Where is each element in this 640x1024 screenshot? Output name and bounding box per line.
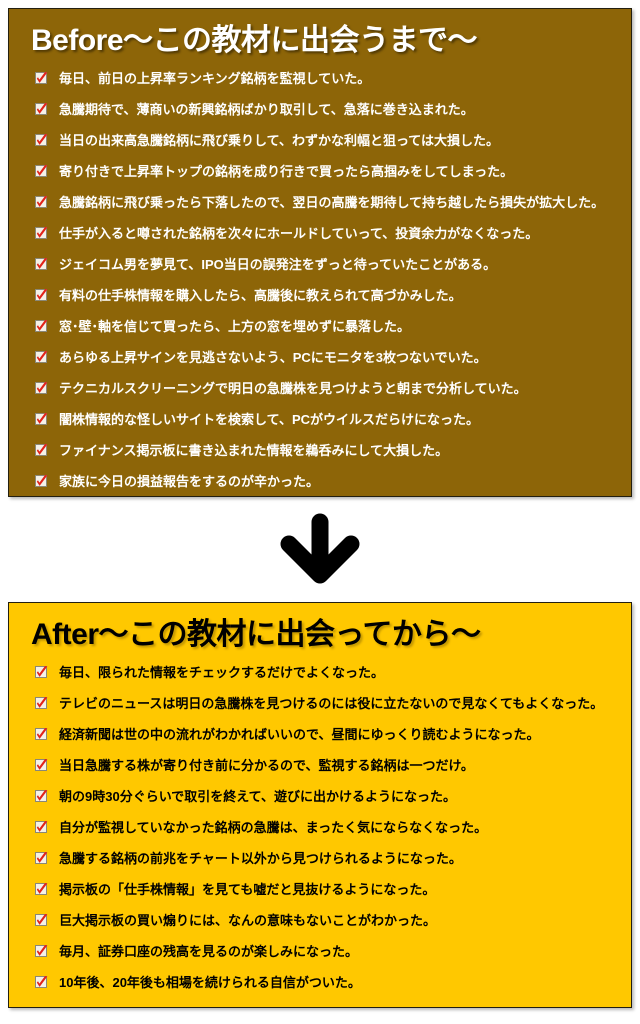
list-item-label: 朝の9時30分ぐらいで取引を終えて、遊びに出かけるようになった。 bbox=[59, 788, 457, 804]
list-item-label: 有料の仕手株情報を購入したら、高騰後に教えられて高づかみした。 bbox=[59, 287, 462, 303]
list-item: 経済新聞は世の中の流れがわかればいいので、昼間にゆっくり読むようになった。 bbox=[35, 727, 617, 758]
check-mark-icon bbox=[35, 820, 48, 834]
list-item: 掲示板の「仕手株情報」を見ても嘘だと見抜けるようになった。 bbox=[35, 882, 617, 913]
list-item: ファイナンス掲示板に書き込まれた情報を鵜呑みにして大損した。 bbox=[35, 443, 617, 474]
list-item: 毎月、証券口座の残高を見るのが楽しみになった。 bbox=[35, 944, 617, 975]
check-mark-icon bbox=[35, 882, 48, 896]
list-item-label: 急騰期待で、薄商いの新興銘柄ばかり取引して、急落に巻き込まれた。 bbox=[59, 101, 474, 117]
transition-arrow-zone bbox=[8, 497, 632, 602]
list-item-label: 当日の出来高急騰銘柄に飛び乗りして、わずかな利幅と狙っては大損した。 bbox=[59, 132, 500, 148]
list-item-label: 巨大掲示板の買い煽りには、なんの意味もないことがわかった。 bbox=[59, 912, 437, 928]
list-item-label: 急騰する銘柄の前兆をチャート以外から見つけられるようになった。 bbox=[59, 850, 462, 866]
list-item-label: 自分が監視していなかった銘柄の急騰は、まったく気にならなくなった。 bbox=[59, 819, 488, 835]
list-item-label: 仕手が入ると噂された銘柄を次々にホールドしていって、投資余力がなくなった。 bbox=[59, 225, 539, 241]
check-mark-icon bbox=[35, 727, 48, 741]
list-item: 有料の仕手株情報を購入したら、高騰後に教えられて高づかみした。 bbox=[35, 288, 617, 319]
list-item: 10年後、20年後も相場を続けられる自信がついた。 bbox=[35, 975, 617, 1006]
after-panel: After〜この教材に出会ってから〜 毎日、限られた情報をチェックするだけでよく… bbox=[8, 602, 632, 1008]
arrow-down-icon bbox=[280, 513, 360, 583]
check-mark-icon bbox=[35, 443, 48, 457]
list-item-label: あらゆる上昇サインを見逃さないよう、PCにモニタを3枚つないでいた。 bbox=[59, 349, 487, 365]
check-mark-icon bbox=[35, 288, 48, 302]
list-item: 巨大掲示板の買い煽りには、なんの意味もないことがわかった。 bbox=[35, 913, 617, 944]
check-mark-icon bbox=[35, 257, 48, 271]
check-mark-icon bbox=[35, 944, 48, 958]
list-item-label: ファイナンス掲示板に書き込まれた情報を鵜呑みにして大損した。 bbox=[59, 442, 449, 458]
list-item-label: テレビのニュースは明日の急騰株を見つけるのには役に立たないので見なくてもよくなっ… bbox=[59, 695, 604, 711]
check-mark-icon bbox=[35, 71, 48, 85]
list-item: 毎日、限られた情報をチェックするだけでよくなった。 bbox=[35, 665, 617, 696]
list-item-label: 10年後、20年後も相場を続けられる自信がついた。 bbox=[59, 974, 361, 990]
list-item: 朝の9時30分ぐらいで取引を終えて、遊びに出かけるようになった。 bbox=[35, 789, 617, 820]
list-item: ジェイコム男を夢見て、IPO当日の誤発注をずっと待っていたことがある。 bbox=[35, 257, 617, 288]
list-item: 家族に今日の損益報告をするのが辛かった。 bbox=[35, 473, 617, 497]
list-item-label: ジェイコム男を夢見て、IPO当日の誤発注をずっと待っていたことがある。 bbox=[59, 256, 497, 272]
list-item-label: 毎日、前日の上昇率ランキング銘柄を監視していた。 bbox=[59, 70, 371, 86]
check-mark-icon bbox=[35, 696, 48, 710]
list-item-label: 毎月、証券口座の残高を見るのが楽しみになった。 bbox=[59, 943, 359, 959]
after-panel-title: After〜この教材に出会ってから〜 bbox=[31, 618, 481, 651]
check-mark-icon bbox=[35, 913, 48, 927]
after-item-list: 毎日、限られた情報をチェックするだけでよくなった。テレビのニュースは明日の急騰株… bbox=[23, 665, 617, 1006]
check-mark-icon bbox=[35, 758, 48, 772]
before-item-list: 毎日、前日の上昇率ランキング銘柄を監視していた。急騰期待で、薄商いの新興銘柄ばか… bbox=[23, 71, 617, 497]
list-item: 当日急騰する株が寄り付き前に分かるので、監視する銘柄は一つだけ。 bbox=[35, 758, 617, 789]
list-item: 窓･壁･軸を信じて買ったら、上方の窓を埋めずに暴落した。 bbox=[35, 319, 617, 350]
check-mark-icon bbox=[35, 195, 48, 209]
list-item: あらゆる上昇サインを見逃さないよう、PCにモニタを3枚つないでいた。 bbox=[35, 350, 617, 381]
check-mark-icon bbox=[35, 226, 48, 240]
list-item: テクニカルスクリーニングで明日の急騰株を見つけようと朝まで分析していた。 bbox=[35, 381, 617, 412]
before-panel-title: Before〜この教材に出会うまで〜 bbox=[31, 24, 478, 57]
list-item-label: 掲示板の「仕手株情報」を見ても嘘だと見抜けるようになった。 bbox=[59, 881, 436, 897]
list-item-label: 窓･壁･軸を信じて買ったら、上方の窓を埋めずに暴落した。 bbox=[59, 318, 411, 334]
list-item-label: 闇株情報的な怪しいサイトを検索して、PCがウイルスだらけになった。 bbox=[59, 411, 480, 427]
check-mark-icon bbox=[35, 975, 48, 989]
check-mark-icon bbox=[35, 412, 48, 426]
check-mark-icon bbox=[35, 665, 48, 679]
list-item: 当日の出来高急騰銘柄に飛び乗りして、わずかな利幅と狙っては大損した。 bbox=[35, 133, 617, 164]
list-item: 寄り付きで上昇率トップの銘柄を成り行きで買ったら高掴みをしてしまった。 bbox=[35, 164, 617, 195]
list-item: 自分が監視していなかった銘柄の急騰は、まったく気にならなくなった。 bbox=[35, 820, 617, 851]
check-mark-icon bbox=[35, 851, 48, 865]
check-mark-icon bbox=[35, 474, 48, 488]
list-item-label: 当日急騰する株が寄り付き前に分かるので、監視する銘柄は一つだけ。 bbox=[59, 757, 474, 773]
list-item: 急騰期待で、薄商いの新興銘柄ばかり取引して、急落に巻き込まれた。 bbox=[35, 102, 617, 133]
check-mark-icon bbox=[35, 381, 48, 395]
list-item: 急騰する銘柄の前兆をチャート以外から見つけられるようになった。 bbox=[35, 851, 617, 882]
list-item-label: 寄り付きで上昇率トップの銘柄を成り行きで買ったら高掴みをしてしまった。 bbox=[59, 163, 514, 179]
check-mark-icon bbox=[35, 133, 48, 147]
list-item-label: 急騰銘柄に飛び乗ったら下落したので、翌日の高騰を期待して持ち越したら損失が拡大し… bbox=[59, 194, 605, 210]
list-item-label: 経済新聞は世の中の流れがわかればいいので、昼間にゆっくり読むようになった。 bbox=[59, 726, 540, 742]
list-item: テレビのニュースは明日の急騰株を見つけるのには役に立たないので見なくてもよくなっ… bbox=[35, 696, 617, 727]
check-mark-icon bbox=[35, 164, 48, 178]
list-item-label: テクニカルスクリーニングで明日の急騰株を見つけようと朝まで分析していた。 bbox=[59, 380, 527, 396]
check-mark-icon bbox=[35, 789, 48, 803]
list-item-label: 毎日、限られた情報をチェックするだけでよくなった。 bbox=[59, 664, 385, 680]
list-item: 毎日、前日の上昇率ランキング銘柄を監視していた。 bbox=[35, 71, 617, 102]
before-panel: Before〜この教材に出会うまで〜 毎日、前日の上昇率ランキング銘柄を監視して… bbox=[8, 8, 632, 497]
check-mark-icon bbox=[35, 319, 48, 333]
list-item: 闇株情報的な怪しいサイトを検索して、PCがウイルスだらけになった。 bbox=[35, 412, 617, 443]
list-item: 仕手が入ると噂された銘柄を次々にホールドしていって、投資余力がなくなった。 bbox=[35, 226, 617, 257]
check-mark-icon bbox=[35, 350, 48, 364]
list-item-label: 家族に今日の損益報告をするのが辛かった。 bbox=[59, 473, 320, 489]
check-mark-icon bbox=[35, 102, 48, 116]
list-item: 急騰銘柄に飛び乗ったら下落したので、翌日の高騰を期待して持ち越したら損失が拡大し… bbox=[35, 195, 617, 226]
